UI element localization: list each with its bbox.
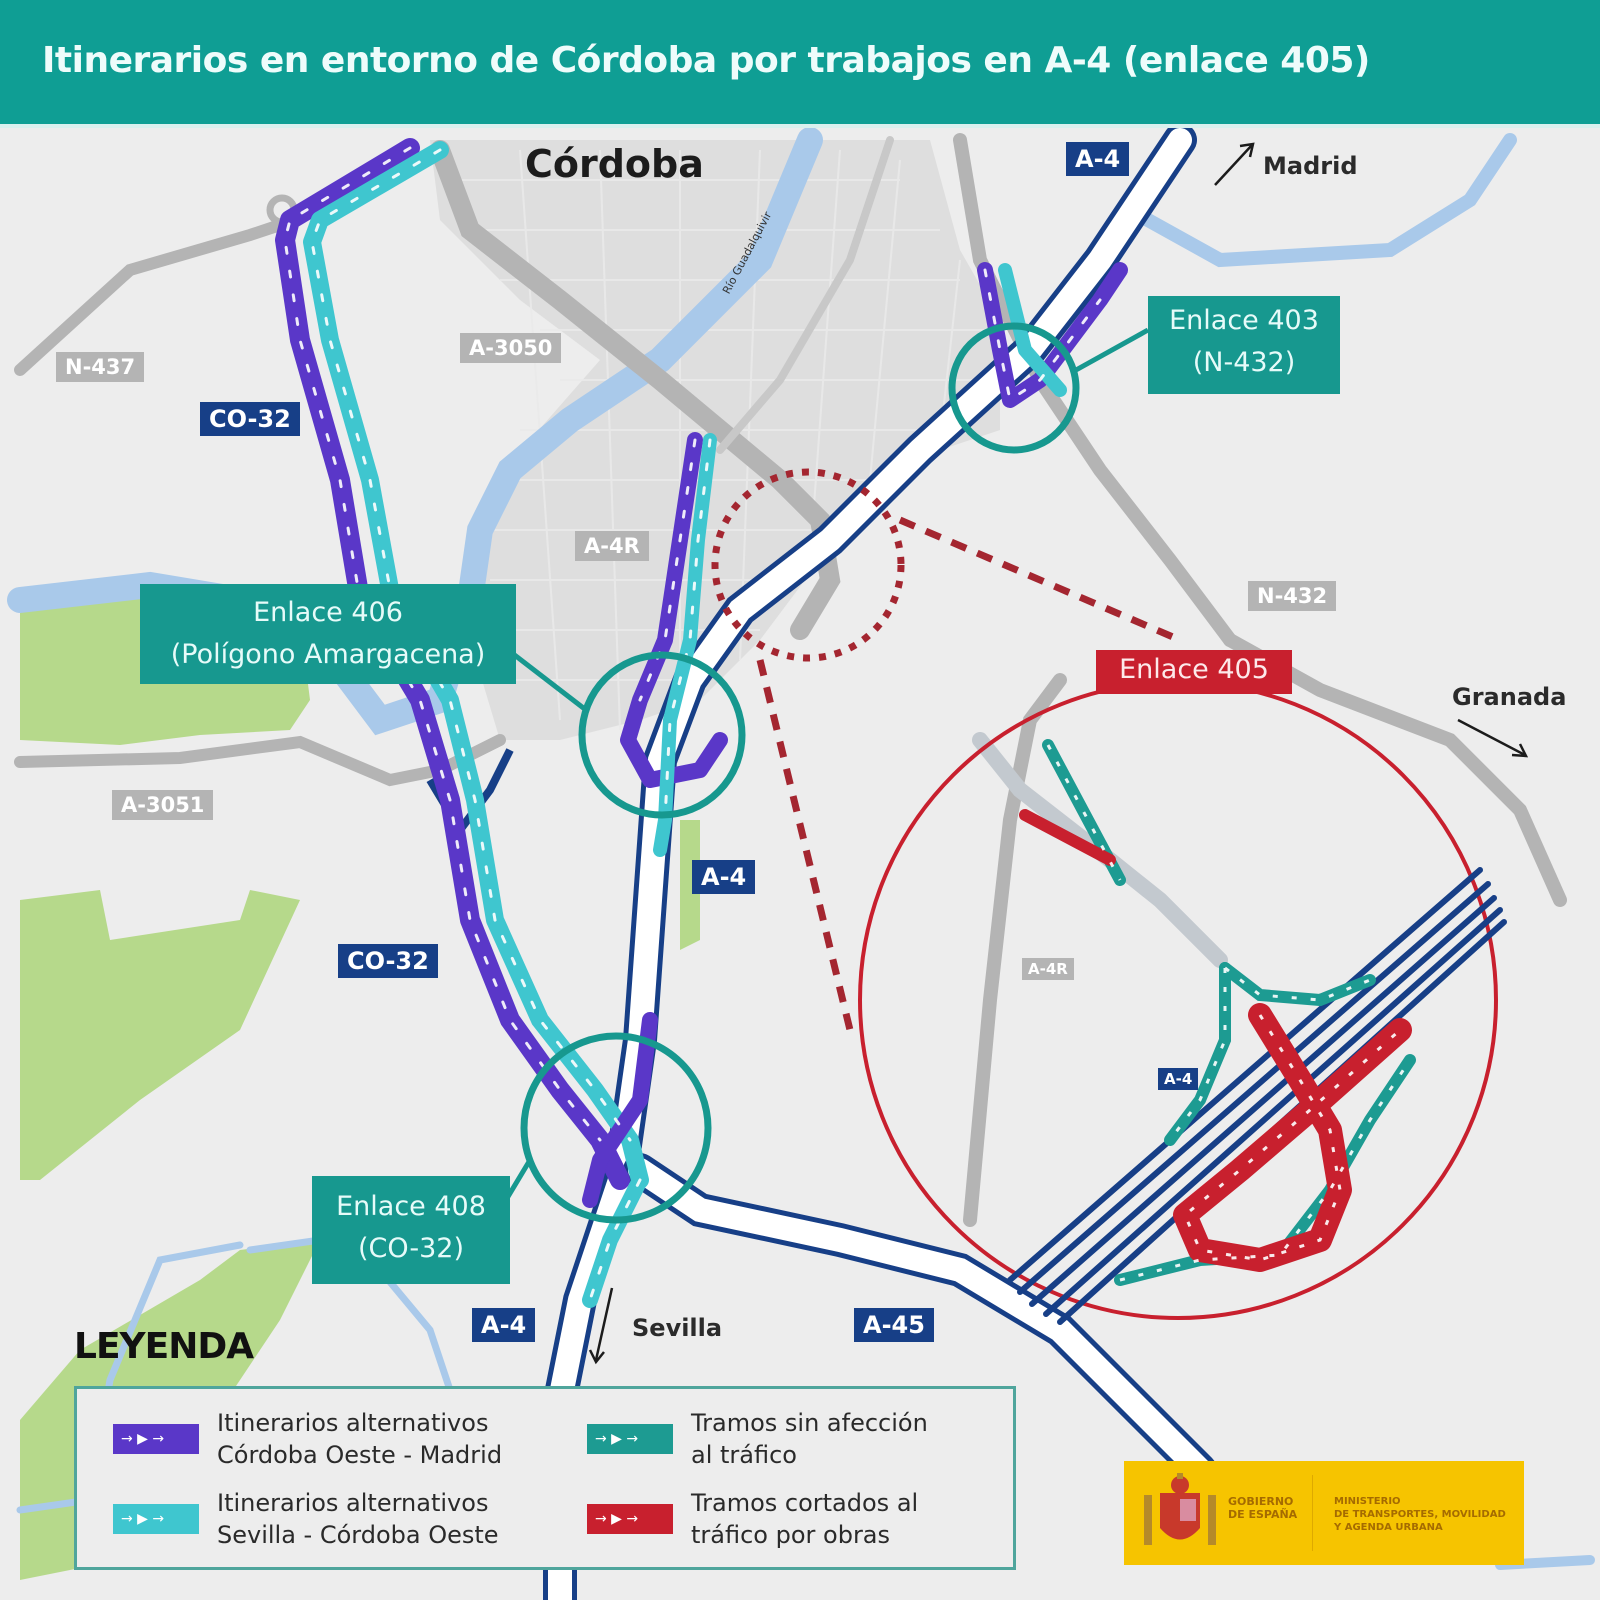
arrow-right-icon: → ▶ → <box>595 1431 639 1447</box>
coat-of-arms-icon <box>1144 1473 1216 1545</box>
inset-road-a4r <box>963 673 1067 1227</box>
legend-label: Córdoba Oeste - Madrid <box>217 1441 503 1469</box>
legend-label: Tramos sin afección <box>691 1409 928 1437</box>
callout-enlace-405: Enlace 405 <box>1096 650 1292 694</box>
callout-enlace-406: Enlace 406 (Polígono Amargacena) <box>140 584 516 684</box>
junction-circle-403 <box>948 322 1080 454</box>
legend-title: LEYENDA <box>74 1326 254 1367</box>
destination-madrid: Madrid <box>1263 152 1358 180</box>
legend-swatch-teal: → ▶ → <box>587 1424 673 1454</box>
legend-label: Itinerarios alternativos <box>217 1409 489 1437</box>
road-a3051 <box>14 734 506 787</box>
road-label-co32-south: CO-32 <box>338 944 438 978</box>
legend-swatch-red: → ▶ → <box>587 1504 673 1534</box>
road-n432 <box>953 133 1237 647</box>
callout-enlace-406-subtitle: (Polígono Amargacena) <box>170 639 486 670</box>
arrow-granada <box>1457 718 1526 757</box>
legend-swatch-purple: → ▶ → <box>113 1424 199 1454</box>
legend-swatch-cyan: → ▶ → <box>113 1504 199 1534</box>
road-a3050 <box>430 140 841 640</box>
logo-divider <box>1312 1475 1313 1551</box>
page-title: Itinerarios en entorno de Córdoba por tr… <box>42 40 1370 81</box>
legend-label: tráfico por obras <box>691 1521 891 1549</box>
junction-circle-406 <box>578 651 746 819</box>
arrow-right-icon: → ▶ → <box>121 1431 165 1447</box>
road-label-a4-middle: A-4 <box>692 860 756 894</box>
logo-text: DE ESPAÑA <box>1228 1508 1298 1521</box>
legend-item-red: → ▶ → Tramos cortados al tráfico por obra… <box>587 1487 918 1551</box>
route-purple-a4r <box>620 432 728 788</box>
inset-road-label-a4r: A-4R <box>1022 958 1074 980</box>
header-banner: Itinerarios en entorno de Córdoba por tr… <box>0 0 1600 128</box>
callout-enlace-408: Enlace 408 (CO-32) <box>312 1176 510 1284</box>
road-label-a4-north: A-4 <box>1066 142 1130 176</box>
legend-item-teal: → ▶ → Tramos sin afección al tráfico <box>587 1407 928 1471</box>
arrow-right-icon: → ▶ → <box>595 1511 639 1527</box>
route-purple-408 <box>582 1012 658 1208</box>
callout-enlace-408-subtitle: (CO-32) <box>357 1233 465 1264</box>
destination-sevilla: Sevilla <box>632 1314 723 1342</box>
closed-ramp-a4r <box>1019 809 1116 866</box>
route-cyan-co32 <box>303 141 649 1189</box>
logo-text: GOBIERNO <box>1228 1495 1294 1508</box>
road-label-a4r: A-4R <box>575 531 649 561</box>
callout-enlace-403-subtitle: (N-432) <box>1192 347 1296 378</box>
road-label-a3051: A-3051 <box>112 790 214 820</box>
logo-text: MINISTERIO <box>1334 1496 1401 1507</box>
road-label-a3050: A-3050 <box>460 333 562 363</box>
road-label-n437: N-437 <box>56 352 145 382</box>
road-n437 <box>14 219 286 376</box>
road-label-a4-south: A-4 <box>472 1308 536 1342</box>
route-map <box>7 128 1595 1600</box>
logo-text: Y AGENDA URBANA <box>1334 1522 1443 1533</box>
arrow-sevilla <box>594 1287 614 1361</box>
inset-road-label-a4: A-4 <box>1158 1068 1199 1090</box>
callout-enlace-403: Enlace 403 (N-432) <box>1148 296 1340 394</box>
destination-granada: Granada <box>1452 683 1567 711</box>
enlace-405-highlight <box>711 468 905 662</box>
legend-label: Tramos cortados al <box>691 1489 919 1517</box>
callout-enlace-403-title: Enlace 403 <box>1169 305 1319 336</box>
junction-circle-408 <box>520 1032 712 1224</box>
route-cyan-403 <box>998 263 1067 397</box>
legend-label: Itinerarios alternativos <box>217 1489 489 1517</box>
road-label-a45: A-45 <box>854 1308 934 1342</box>
arrow-right-icon: → ▶ → <box>121 1511 165 1527</box>
callout-enlace-408-title: Enlace 408 <box>336 1191 486 1222</box>
green-area-middle <box>20 890 300 1180</box>
city-label: Córdoba <box>525 142 704 186</box>
route-purple-co32 <box>275 138 630 1190</box>
logo-text: DE TRANSPORTES, MOVILIDAD <box>1334 1509 1506 1520</box>
callout-enlace-406-title: Enlace 406 <box>253 597 403 628</box>
road-label-n432: N-432 <box>1248 581 1337 611</box>
route-cyan-south <box>582 1172 648 1308</box>
legend-label: Sevilla - Córdoba Oeste <box>217 1521 499 1549</box>
arrow-madrid <box>1214 144 1253 186</box>
road-label-co32-north: CO-32 <box>200 402 300 436</box>
legend-label: al tráfico <box>691 1441 797 1469</box>
